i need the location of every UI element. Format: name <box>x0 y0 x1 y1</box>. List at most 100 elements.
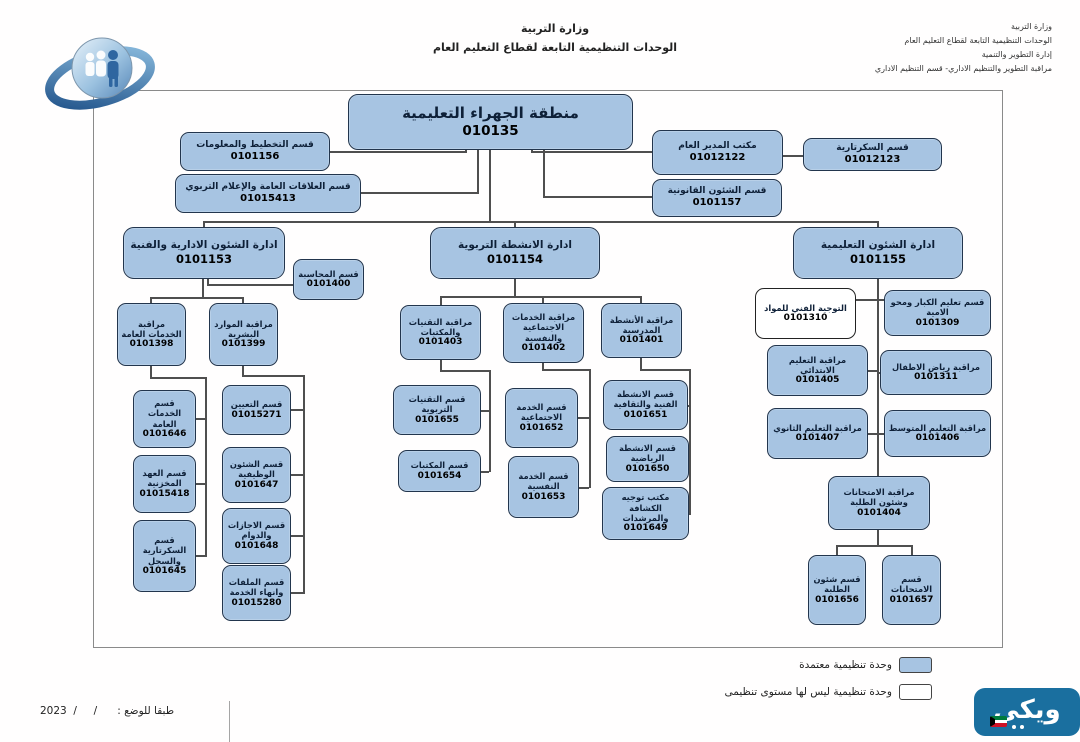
connector-line <box>361 192 479 194</box>
connector-line <box>877 299 889 301</box>
connector-line <box>285 592 305 594</box>
node-label: مكتب المدير العام <box>678 140 757 151</box>
connector-line <box>150 366 152 377</box>
connector-line <box>836 545 913 547</box>
node-label: قسم المحاسبة <box>298 268 359 279</box>
org-node-0101398: مراقبة الخدمات العامة 0101398 <box>117 303 186 366</box>
connector-line <box>150 377 207 379</box>
node-code: 0101646 <box>142 428 187 439</box>
connector-line <box>589 369 591 488</box>
org-node-0101647: قسم الشئون الوظيفية 0101647 <box>222 447 291 503</box>
org-node-0101153: ادارة الشئون الادارية والفنية 0101153 <box>123 227 285 279</box>
node-label: مراقبة التعليم الثانوي <box>773 422 862 433</box>
node-label: مراقبة الامتحانات وشئون الطلبة <box>843 487 915 508</box>
node-code: 0101406 <box>915 433 960 444</box>
node-code: 01015271 <box>231 409 282 420</box>
connector-line <box>911 545 913 555</box>
node-label: مراقبة التقنيات والمكتبات <box>408 316 473 337</box>
node-code: 0101154 <box>487 252 544 267</box>
node-code: 0101653 <box>521 491 566 502</box>
node-code: 0101645 <box>142 565 187 576</box>
org-node-0101406: مراقبة التعليم المتوسط 0101406 <box>884 410 991 457</box>
node-code: 0101652 <box>519 422 564 433</box>
node-code: 01015418 <box>139 488 190 499</box>
footer-divider <box>229 701 230 742</box>
org-node-0101401: مراقبة الأنشطة المدرسية 0101401 <box>601 303 682 358</box>
node-label: قسم الشئون الوظيفية <box>229 459 284 480</box>
connector-line <box>542 363 544 371</box>
connector-line <box>860 433 879 435</box>
node-label: قسم تعليم الكبار ومحو الامية <box>890 297 985 318</box>
org-node-0101651: قسم الانشطة الفنية والثقافية 0101651 <box>603 380 688 430</box>
connector-line <box>514 221 516 227</box>
connector-line <box>205 377 207 557</box>
org-node-0101404: مراقبة الامتحانات وشئون الطلبة 0101404 <box>828 476 930 530</box>
node-label: مراقبة رياض الاطفال <box>891 361 981 372</box>
node-code: 0101156 <box>230 150 280 162</box>
node-label: قسم السكرتارية والسجل <box>142 534 187 566</box>
connector-line <box>150 297 244 299</box>
connector-line <box>640 358 642 371</box>
node-code: 0101404 <box>857 507 901 518</box>
connector-line <box>440 360 442 372</box>
legend-approved-swatch <box>899 657 932 673</box>
connector-line <box>877 433 886 435</box>
node-label: ادارة الانشطة التربوية <box>458 239 572 252</box>
connector-line <box>489 150 491 222</box>
node-code: 0101656 <box>815 594 859 605</box>
node-label: مراقبة التعليم الابتدائي <box>788 354 847 375</box>
org-node-0101407: مراقبة التعليم الثانوي 0101407 <box>767 408 868 459</box>
org-node-root: منطقة الجهراء التعليمية 010135 <box>348 94 633 150</box>
org-node-01015413: قسم العلاقات العامة والإعلام التربوي 010… <box>175 174 361 213</box>
org-node-0101405: مراقبة التعليم الابتدائي 0101405 <box>767 345 868 396</box>
node-label: قسم الملفات وانهاء الخدمة <box>228 577 285 598</box>
org-node-0101309: قسم تعليم الكبار ومحو الامية 0101309 <box>884 290 991 336</box>
node-label: قسم الانشطة الرياضية <box>619 443 676 464</box>
legend-no-level-swatch <box>899 684 932 700</box>
connector-line <box>203 221 205 227</box>
node-code: 0101402 <box>521 342 566 353</box>
node-label: قسم العلاقات العامة والإعلام التربوي <box>185 181 351 192</box>
node-code: 01015280 <box>231 597 282 608</box>
org-node-0101646: قسم الخدمات العامة 0101646 <box>133 390 196 448</box>
connector-line <box>477 150 479 194</box>
node-code: 0101655 <box>415 414 459 425</box>
org-node-0101653: قسم الخدمة النفسية 0101653 <box>508 456 579 518</box>
node-code: 0101651 <box>623 409 668 420</box>
org-node-0101655: قسم التقنيات التربوية 0101655 <box>393 385 481 435</box>
node-code: 0101401 <box>619 335 664 346</box>
node-code: 0101403 <box>418 337 463 348</box>
connector-line <box>475 471 489 473</box>
connector-line <box>440 370 491 372</box>
node-label: قسم الامتحانات <box>890 574 933 595</box>
node-label: قسم العهد المخزنية <box>142 468 187 489</box>
connector-line <box>689 369 691 514</box>
node-code: 0101157 <box>692 197 742 209</box>
node-label: منطقة الجهراء التعليمية <box>402 104 579 123</box>
watermark-dot <box>1012 725 1016 729</box>
org-node-0101311: مراقبة رياض الاطفال 0101311 <box>880 350 992 395</box>
header-right-line4: مراقبة التطوير والتنظيم الاداري- قسم الت… <box>874 64 1052 73</box>
connector-line <box>860 370 879 372</box>
node-code: 0101155 <box>850 252 907 267</box>
org-node-01012123: قسم السكرتارية 01012123 <box>803 138 942 171</box>
node-label: مراقبة الأنشطة المدرسية <box>609 314 674 335</box>
node-code: 0101657 <box>889 594 934 605</box>
connector-line <box>836 545 838 555</box>
node-label: قسم الاجازات والدوام <box>227 520 286 541</box>
connector-line <box>543 150 545 198</box>
node-label: قسم الخدمات العامة <box>147 397 182 429</box>
node-label: قسم التخطيط والمعلومات <box>196 139 314 150</box>
node-code: 0101650 <box>625 463 670 474</box>
wiki-watermark-badge: ويكي <box>974 688 1080 736</box>
node-label: التوجية الفني للمواد <box>764 302 847 313</box>
connector-line <box>572 417 589 419</box>
connector-line <box>190 418 207 420</box>
connector-line <box>783 155 803 157</box>
chart-frame <box>93 90 1003 648</box>
node-label: قسم التقنيات التربوية <box>408 394 466 415</box>
connector-line <box>207 284 293 286</box>
connector-line <box>465 150 467 153</box>
org-node-0101399: مراقبة الموارد البشرية 0101399 <box>209 303 278 366</box>
